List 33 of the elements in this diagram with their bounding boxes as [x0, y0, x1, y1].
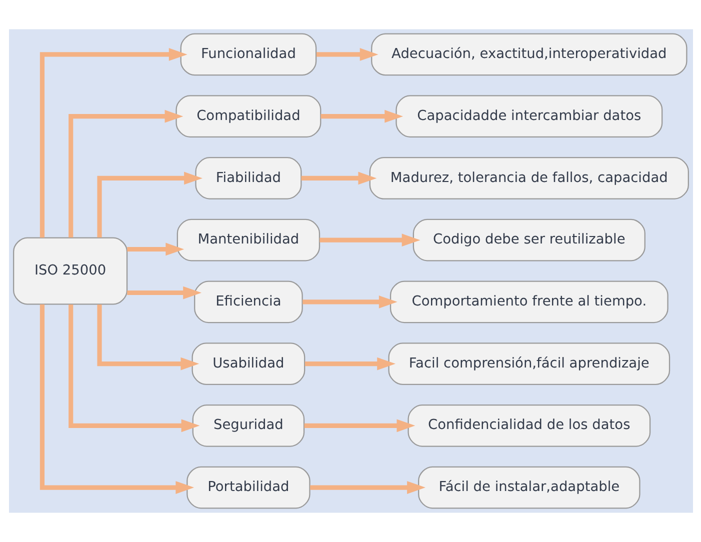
node-box: Facil comprensión,fácil aprendizaje [388, 342, 670, 385]
node-box: Madurez, tolerancia de fallos, capacidad [368, 157, 688, 200]
node-box: Eficiencia [194, 280, 302, 324]
arrow [96, 304, 199, 370]
node-box: Adecuación, exactitud,interoperatividad [370, 33, 687, 76]
node-box: Capacidadde intercambiar datos [395, 95, 662, 138]
arrow [68, 110, 183, 238]
arrow [304, 357, 396, 370]
node-box: Codigo debe ser reutilizable [412, 218, 645, 262]
node-box: Confidencialidad de los datos [407, 404, 650, 447]
arrow [126, 242, 184, 256]
arrow [39, 304, 194, 494]
arrow [68, 304, 200, 432]
arrow [316, 48, 378, 61]
arrow [300, 172, 376, 185]
arrow [126, 286, 201, 300]
node-box: Fiabilidad [194, 157, 302, 200]
arrow [304, 419, 415, 432]
arrow [96, 172, 202, 238]
arrow [39, 48, 187, 238]
node-box: Funcionalidad [180, 33, 316, 76]
node-box: Portabilidad [186, 466, 310, 509]
node-box: Compatibilidad [175, 95, 321, 138]
node-box: Usabilidad [191, 342, 305, 385]
arrow [319, 234, 420, 246]
arrow [310, 481, 425, 494]
node-box: ISO 25000 [12, 237, 128, 305]
arrow [320, 110, 403, 123]
arrow [302, 296, 397, 308]
node-box: Mantenibilidad [176, 218, 320, 262]
node-box: Fácil de instalar,adaptable [418, 466, 640, 509]
node-box: Comportamiento frente al tiempo. [389, 280, 668, 324]
node-box: Seguridad [192, 404, 304, 447]
